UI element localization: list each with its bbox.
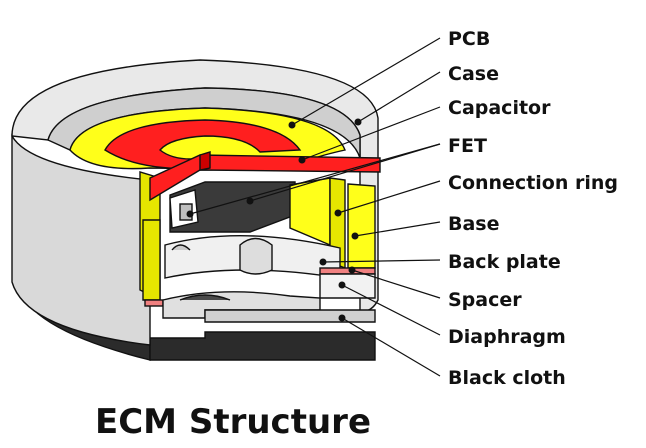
back-plate-shape xyxy=(164,235,341,279)
diaphragm-shape xyxy=(162,273,376,323)
leader-lines xyxy=(186,37,441,377)
label-case: Case xyxy=(448,63,499,85)
capacitor-shape xyxy=(104,119,381,202)
base-shape xyxy=(142,177,376,301)
case-shape xyxy=(11,59,379,346)
label-spacer: Spacer xyxy=(448,289,522,311)
fet-shape xyxy=(169,181,296,233)
label-connection-ring: Connection ring xyxy=(448,172,618,194)
label-back-plate: Back plate xyxy=(448,251,561,273)
label-base: Base xyxy=(448,213,500,235)
diagram-title: ECM Structure xyxy=(95,402,371,442)
label-black-cloth: Black cloth xyxy=(448,367,566,389)
label-capacitor: Capacitor xyxy=(448,97,551,119)
label-pcb: PCB xyxy=(448,28,490,50)
label-diaphragm: Diaphragm xyxy=(448,326,566,348)
label-fet: FET xyxy=(448,135,487,157)
